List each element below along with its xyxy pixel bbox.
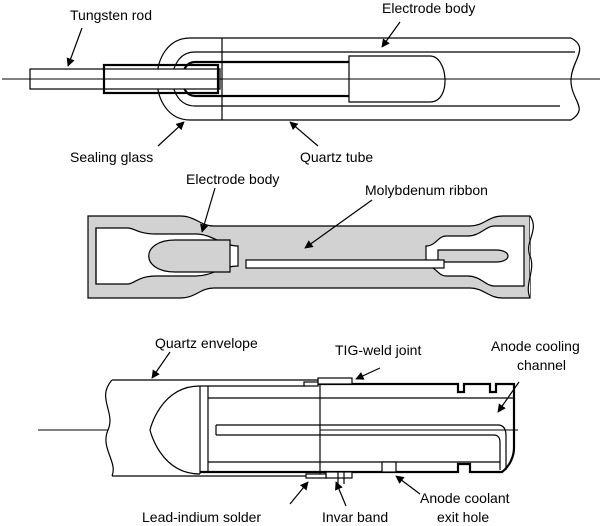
arrow-lead-indium-solder — [289, 481, 309, 505]
arrow-anode-cooling-channel — [497, 381, 520, 413]
right-pocket — [437, 249, 509, 263]
label-tig-weld-joint: TIG-weld joint — [335, 342, 421, 358]
invar-band-shape — [325, 471, 353, 479]
quartz-envelope-dome — [149, 385, 201, 475]
cooling-channel-tube-inner — [216, 434, 501, 470]
label-tungsten-rod: Tungsten rod — [70, 7, 152, 23]
label-quartz-envelope: Quartz envelope — [155, 335, 258, 351]
arrow-quartz-envelope — [151, 351, 171, 379]
label-electrode-body-middle: Electrode body — [186, 171, 279, 187]
arrow-electrode-body-middle — [200, 187, 216, 233]
quartz-envelope-broken-end — [105, 379, 114, 477]
label-anode-cooling-line1: Anode cooling — [491, 338, 580, 354]
arrow-quartz-tube — [289, 121, 319, 147]
molybdenum-ribbon-shape — [245, 259, 445, 269]
label-anode-coolant-line1: Anode coolant — [420, 490, 510, 506]
label-sealing-glass: Sealing glass — [70, 149, 153, 165]
arrow-tungsten-rod — [66, 27, 83, 67]
arrow-sealing-glass — [157, 121, 185, 147]
label-invar-band: Invar band — [322, 509, 388, 525]
arrow-electrode-body — [381, 21, 401, 48]
left-pocket — [148, 239, 231, 273]
label-lead-indium-solder: Lead-indium solder — [142, 509, 261, 525]
panel-top-tungsten-rod-seal: Tungsten rod Electrode body Sealing glas… — [2, 0, 600, 165]
label-quartz-tube: Quartz tube — [300, 149, 373, 165]
cooling-channel-tube-outer — [216, 424, 507, 470]
anode-body-outline — [200, 382, 516, 474]
arrow-invar-band — [335, 481, 347, 507]
label-anode-cooling-line2: channel — [517, 357, 566, 373]
label-anode-coolant-line2: exit hole — [437, 509, 489, 525]
tig-weld-band-top — [317, 377, 353, 385]
middle-broken-end — [527, 215, 534, 299]
lead-indium-solder-shape — [305, 473, 327, 479]
label-molybdenum-ribbon: Molybdenum ribbon — [365, 182, 488, 198]
label-electrode-body-top: Electrode body — [382, 0, 475, 16]
arrow-anode-coolant-exit — [395, 475, 421, 495]
panel-middle-molybdenum-seal: Electrode body Molybdenum ribbon — [87, 171, 534, 299]
coolant-exit-hole — [381, 461, 397, 473]
tig-weld-ring — [303, 381, 319, 387]
arrow-molybdenum-ribbon — [304, 199, 373, 249]
arrow-tig-weld — [355, 367, 381, 380]
panel-bottom-anode-assembly: Quartz envelope TIG-weld joint Anode coo… — [38, 335, 580, 525]
